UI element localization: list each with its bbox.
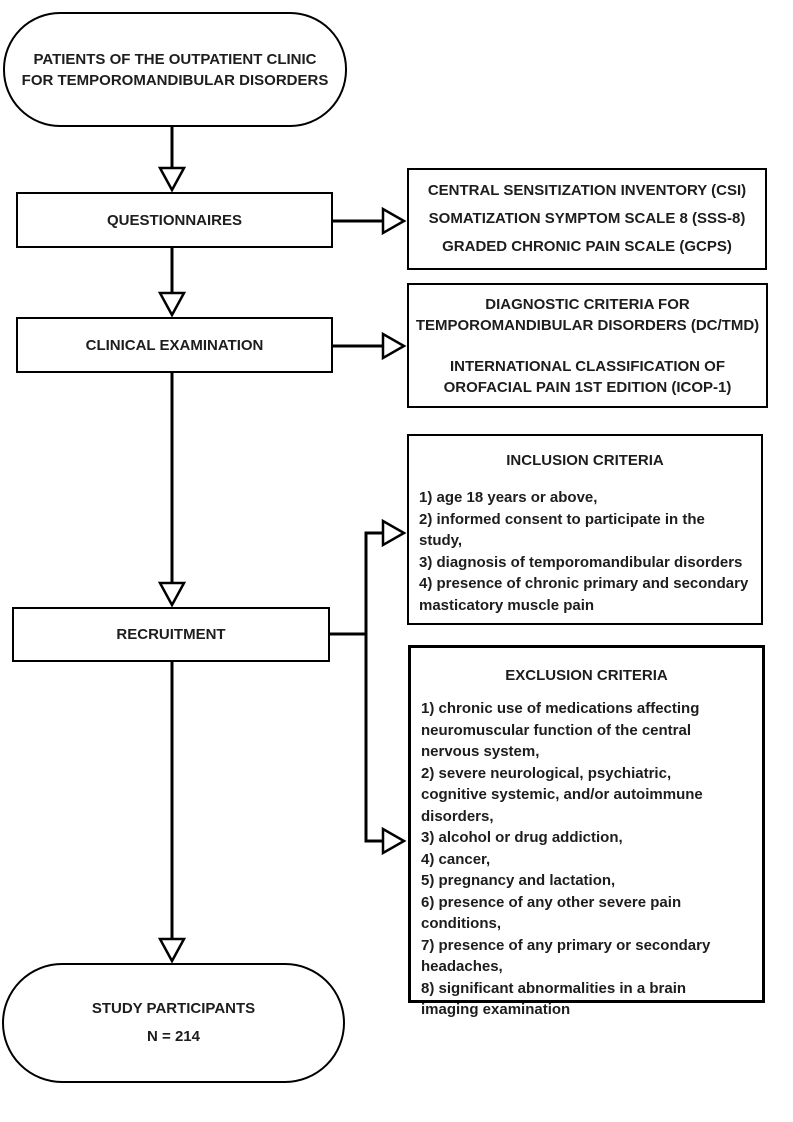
study-participants-label: STUDY PARTICIPANTS <box>91 1000 256 1017</box>
study-participants-count: N = 214 <box>147 1028 200 1045</box>
node-questionnaires-label: QUESTIONNAIRES <box>106 211 242 229</box>
exclusion-criteria-item: 1) chronic use of medications affecting … <box>421 700 700 760</box>
node-questionnaire-tools: CENTRAL SENSITIZATION INVENTORY (CSI) SO… <box>407 168 767 270</box>
arrow-clinical-to-diagnostics <box>333 331 407 361</box>
arrow-clinical-to-recruitment <box>157 373 187 608</box>
arrow-questionnaires-to-tools <box>333 206 407 236</box>
inclusion-criteria-title: INCLUSION CRITERIA <box>506 452 664 469</box>
diagnostic-tool-item: INTERNATIONAL CLASSIFICATION OF OROFACIA… <box>443 357 732 396</box>
node-recruitment: RECRUITMENT <box>12 607 330 662</box>
node-exclusion-criteria: EXCLUSION CRITERIA 1) chronic use of med… <box>408 645 765 1018</box>
node-study-participants: STUDY PARTICIPANTS N = 214 <box>2 963 345 1083</box>
node-inclusion-criteria: INCLUSION CRITERIA 1) age 18 years or ab… <box>407 434 763 625</box>
arrow-recruitment-to-participants <box>157 662 187 964</box>
questionnaire-tool-item: SOMATIZATION SYMPTOM SCALE 8 (SSS-8) <box>428 210 746 227</box>
connector-recruitment-to-inclusion <box>330 518 407 636</box>
exclusion-criteria-item: 6) presence of any other severe pain con… <box>421 893 682 933</box>
inclusion-criteria-item: 3) diagnosis of temporomandibular disord… <box>419 553 743 571</box>
node-clinical-examination-label: CLINICAL EXAMINATION <box>85 336 264 354</box>
diagnostic-tool-item: DIAGNOSTIC CRITERIA FOR TEMPOROMANDIBULA… <box>415 295 760 334</box>
exclusion-criteria-item: 4) cancer, <box>421 850 491 868</box>
node-patients-label: PATIENTS OF THE OUTPATIENT CLINIC FOR TE… <box>21 50 329 89</box>
node-questionnaires: QUESTIONNAIRES <box>16 192 333 248</box>
arrow-patients-to-questionnaires <box>157 127 187 193</box>
exclusion-criteria-item: 8) significant abnormalities in a brain … <box>421 979 687 1019</box>
questionnaire-tool-item: CENTRAL SENSITIZATION INVENTORY (CSI) <box>427 182 747 199</box>
exclusion-criteria-item: 2) severe neurological, psychiatric, cog… <box>421 764 703 825</box>
node-diagnostic-tools: DIAGNOSTIC CRITERIA FOR TEMPOROMANDIBULA… <box>407 283 768 408</box>
exclusion-criteria-item: 7) presence of any primary or secondary … <box>421 936 711 976</box>
inclusion-criteria-item: 1) age 18 years or above, <box>419 489 598 506</box>
connector-recruitment-to-exclusion <box>364 634 407 856</box>
node-patients: PATIENTS OF THE OUTPATIENT CLINIC FOR TE… <box>3 12 347 127</box>
node-clinical-examination: CLINICAL EXAMINATION <box>16 317 333 373</box>
inclusion-criteria-item: 4) presence of chronic primary and secon… <box>419 575 749 614</box>
exclusion-criteria-title: EXCLUSION CRITERIA <box>505 667 668 684</box>
exclusion-criteria-list: 1) chronic use of medications affecting … <box>411 698 762 1021</box>
inclusion-criteria-item: 2) informed consent to participate in th… <box>419 510 705 550</box>
node-recruitment-label: RECRUITMENT <box>116 626 226 643</box>
arrow-questionnaires-to-clinical <box>157 248 187 318</box>
exclusion-criteria-item: 5) pregnancy and lactation, <box>421 872 616 889</box>
exclusion-criteria-item: 3) alcohol or drug addiction, <box>421 829 623 846</box>
questionnaire-tool-item: GRADED CHRONIC PAIN SCALE (GCPS) <box>442 238 732 255</box>
inclusion-criteria-list: 1) age 18 years or above, 2) informed co… <box>409 487 761 616</box>
